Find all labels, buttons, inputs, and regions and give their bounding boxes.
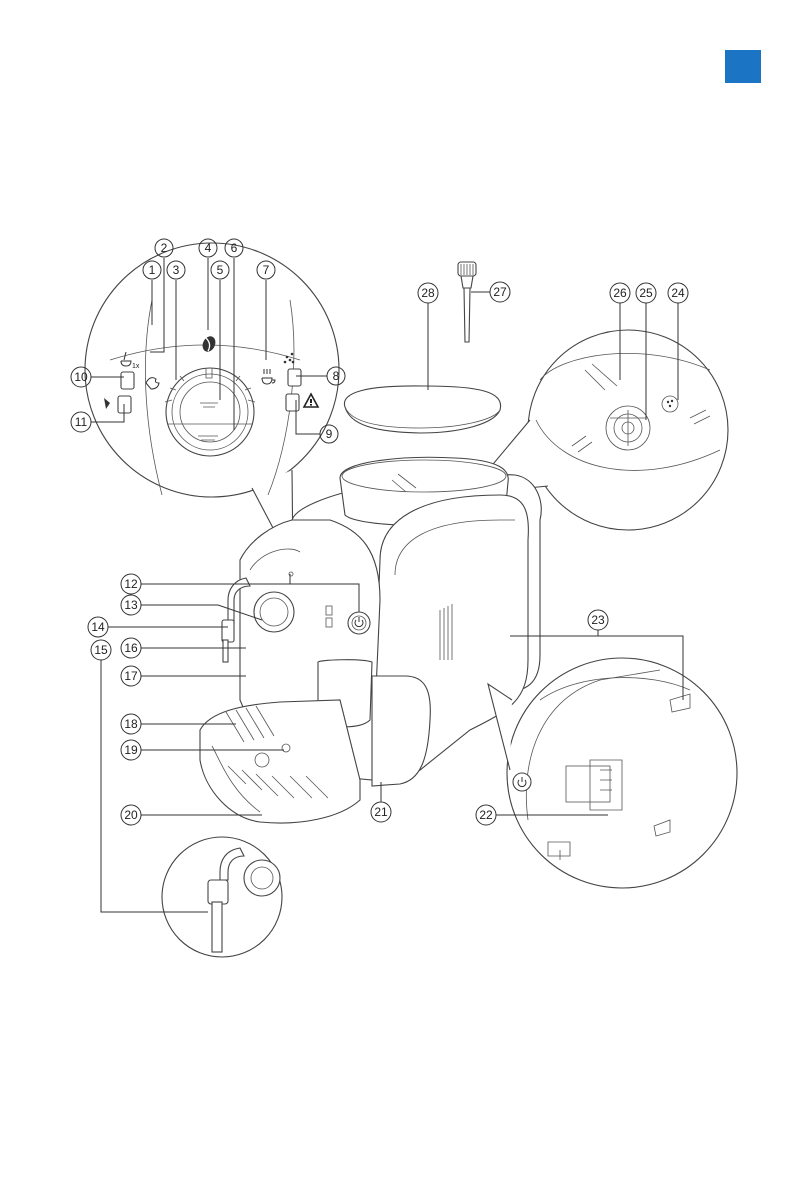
callout-1: 1 [142, 260, 162, 280]
svg-text:16: 16 [124, 641, 138, 655]
svg-text:10: 10 [74, 370, 88, 384]
svg-text:6: 6 [231, 241, 238, 255]
callout-27: 27 [489, 281, 511, 303]
callout-16: 16 [120, 637, 142, 659]
svg-text:1: 1 [149, 263, 156, 277]
coffee-cup-1x-icon: 1x [120, 351, 140, 370]
svg-text:20: 20 [124, 808, 138, 822]
callout-24: 24 [667, 282, 689, 304]
svg-text:8: 8 [333, 369, 340, 383]
svg-text:13: 13 [124, 598, 138, 612]
callout-20: 20 [120, 804, 142, 826]
svg-text:7: 7 [263, 263, 270, 277]
svg-text:14: 14 [91, 620, 105, 634]
svg-text:15: 15 [94, 643, 108, 657]
brew-group-zoom [487, 657, 738, 889]
svg-text:22: 22 [479, 808, 493, 822]
warning-button [285, 393, 300, 412]
lid-part [343, 385, 502, 434]
callout-7: 7 [256, 260, 276, 280]
svg-text:28: 28 [421, 286, 435, 300]
svg-text:27: 27 [493, 285, 507, 299]
svg-text:21: 21 [374, 805, 388, 819]
svg-text:5: 5 [217, 263, 224, 277]
svg-text:26: 26 [613, 286, 627, 300]
coffee-bean-icon [202, 336, 216, 352]
callout-6: 6 [224, 238, 244, 258]
svg-text:23: 23 [591, 613, 605, 627]
svg-text:3: 3 [173, 263, 180, 277]
hot-water-icon [261, 369, 276, 385]
control-panel-zoom: 1x [84, 242, 340, 567]
callout-11: 11 [70, 411, 92, 433]
svg-text:1x: 1x [132, 363, 140, 370]
one-cup-button [120, 371, 135, 390]
coffee-machine-body [199, 456, 542, 824]
svg-text:18: 18 [124, 717, 138, 731]
steam-wand-zoom [161, 836, 283, 958]
svg-text:24: 24 [671, 286, 685, 300]
decalcify-icon [104, 398, 110, 409]
callout-15: 15 [90, 639, 112, 661]
callout-25: 25 [635, 282, 657, 304]
callout-21: 21 [370, 801, 392, 823]
callout-23: 23 [587, 609, 609, 631]
callout-5: 5 [210, 260, 230, 280]
chapter-tab [725, 50, 761, 83]
svg-text:9: 9 [326, 427, 333, 441]
beans-icon [283, 352, 295, 364]
callout-28: 28 [417, 282, 439, 304]
callout-8: 8 [326, 366, 346, 386]
descale-button [287, 368, 302, 387]
callout-2: 2 [154, 238, 174, 258]
callout-9: 9 [319, 424, 339, 444]
callout-14: 14 [87, 616, 109, 638]
callout-22: 22 [475, 804, 497, 826]
warning-triangle-icon [302, 392, 320, 408]
svg-text:2: 2 [161, 241, 168, 255]
callout-26: 26 [609, 282, 631, 304]
callout-17: 17 [120, 665, 142, 687]
callout-labels: 1 2 3 4 5 6 7 8 9 10 11 12 13 14 15 16 1… [70, 238, 689, 826]
strength-knob [164, 367, 256, 457]
callout-3: 3 [166, 260, 186, 280]
svg-text:17: 17 [124, 669, 138, 683]
svg-text:12: 12 [124, 577, 138, 591]
svg-text:25: 25 [639, 286, 653, 300]
steam-hand-icon [145, 377, 160, 390]
callout-10: 10 [70, 366, 92, 388]
svg-text:19: 19 [124, 743, 138, 757]
callout-18: 18 [120, 713, 142, 735]
leader-lines [91, 258, 684, 913]
callout-13: 13 [120, 594, 142, 616]
svg-text:4: 4 [205, 241, 212, 255]
svg-text:11: 11 [75, 415, 88, 429]
callout-19: 19 [120, 739, 142, 761]
steam-nozzle-part [457, 261, 477, 343]
callout-12: 12 [120, 573, 142, 595]
callout-4: 4 [198, 238, 218, 258]
power-button [347, 611, 371, 635]
